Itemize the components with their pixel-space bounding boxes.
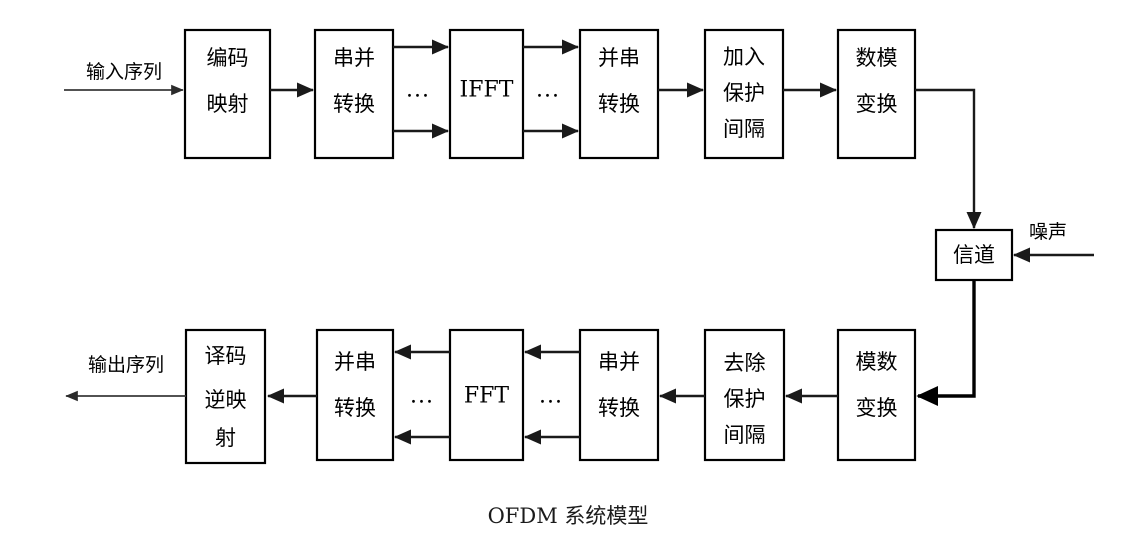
- ellipsis-s2p-ifft: ...: [406, 78, 430, 103]
- block-serial-to-parallel-line-0: 串并: [333, 46, 375, 70]
- block-serial-to-parallel-rx[interactable]: [578, 328, 660, 462]
- block-analog-to-digital-line-0: 模数: [856, 350, 898, 374]
- ellipsis-ifft-p2s: ...: [536, 78, 560, 103]
- arrow-channel-to-adc: [916, 280, 976, 407]
- noise-label: 噪声: [1029, 221, 1067, 243]
- block-parallel-to-serial-rx[interactable]: [315, 328, 395, 462]
- ellipsis-fft-p2s-rx: ...: [410, 384, 434, 409]
- block-serial-to-parallel-rx-line-1: 转换: [598, 396, 640, 420]
- ellipsis-s2p-rx-fft: ...: [539, 384, 563, 409]
- block-digital-to-analog-line-1: 变换: [856, 92, 898, 116]
- block-remove-guard-interval-line-1: 保护: [724, 387, 766, 411]
- block-serial-to-parallel-rx-line-0: 串并: [598, 350, 640, 374]
- block-ifft[interactable]: [448, 28, 525, 160]
- block-serial-to-parallel-line-1: 转换: [333, 92, 375, 116]
- block-fft-label: FFT: [464, 384, 510, 409]
- block-digital-to-analog-line-0: 数模: [856, 46, 898, 70]
- block-add-guard-interval-line-0: 加入: [723, 45, 765, 69]
- figure-caption: OFDM 系统模型: [488, 504, 649, 528]
- block-remove-guard-interval-line-2: 间隔: [724, 423, 766, 447]
- block-fft[interactable]: [448, 328, 525, 462]
- block-add-guard-interval-line-1: 保护: [723, 81, 765, 105]
- block-analog-to-digital[interactable]: [836, 328, 917, 462]
- block-encode-map-line-1: 映射: [207, 92, 249, 116]
- block-decode-demap-line-2: 射: [215, 426, 236, 450]
- block-serial-to-parallel[interactable]: [313, 28, 395, 160]
- block-parallel-to-serial-line-1: 转换: [598, 92, 640, 116]
- block-add-guard-interval-line-2: 间隔: [723, 117, 765, 141]
- input-sequence-label: 输入序列: [86, 61, 162, 83]
- block-encode-map[interactable]: [183, 28, 272, 160]
- block-parallel-to-serial-rx-line-1: 转换: [334, 396, 376, 420]
- block-parallel-to-serial[interactable]: [578, 28, 660, 160]
- arrow-dac-to-channel: [915, 88, 982, 230]
- block-add-guard-interval[interactable]: [703, 28, 785, 160]
- block-ifft-label: IFFT: [460, 78, 514, 103]
- block-decode-demap-line-0: 译码: [205, 344, 247, 368]
- output-sequence-label: 输出序列: [88, 354, 164, 376]
- block-analog-to-digital-line-1: 变换: [856, 396, 898, 420]
- block-parallel-to-serial-line-0: 并串: [598, 46, 640, 70]
- block-decode-demap-line-1: 逆映: [205, 388, 247, 412]
- block-remove-guard-interval-line-0: 去除: [724, 351, 766, 375]
- block-parallel-to-serial-rx-line-0: 并串: [334, 350, 376, 374]
- block-digital-to-analog[interactable]: [836, 28, 917, 160]
- block-channel[interactable]: [934, 228, 1014, 282]
- block-encode-map-line-0: 编码: [207, 46, 249, 70]
- block-channel-label: 信道: [953, 243, 995, 267]
- block-remove-guard-interval[interactable]: [703, 328, 786, 462]
